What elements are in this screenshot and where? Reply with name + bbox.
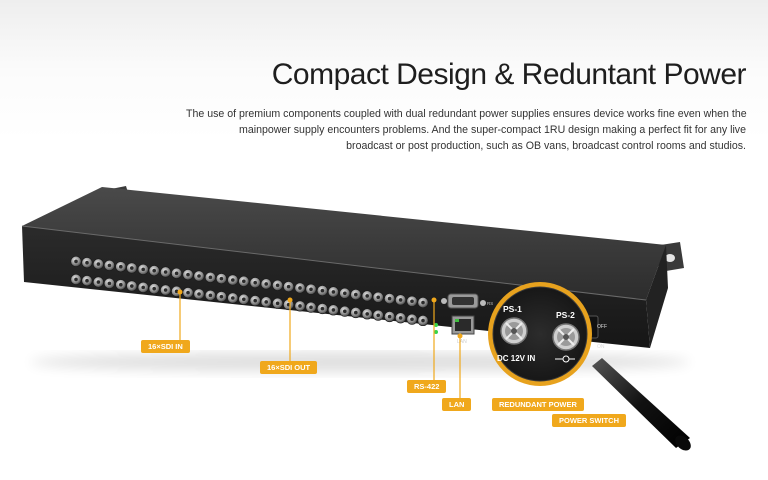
- bnc-pin-icon: [107, 263, 112, 268]
- bnc-pin-icon: [320, 288, 325, 293]
- magnifier-lens: PS-1 PS-2 DC 12V IN: [488, 282, 592, 386]
- bnc-pin-icon: [174, 289, 179, 294]
- bnc-pin-icon: [242, 279, 246, 284]
- bnc-pin-icon: [410, 317, 414, 322]
- description-line: broadcast or post production, such as OB…: [346, 140, 746, 152]
- switch-off-label: OFF: [597, 324, 607, 330]
- description-line: mainpower supply encounters problems. An…: [239, 124, 746, 136]
- callout-lan: LAN: [442, 398, 472, 411]
- bnc-pin-icon: [186, 272, 190, 277]
- dc-polarity-icon: [555, 355, 575, 363]
- bnc-pin-icon: [119, 282, 123, 287]
- rs422-port: RS: [441, 293, 493, 309]
- ps1-connector: [500, 317, 528, 345]
- callout-redundant-power: REDUNDANT POWER: [492, 398, 584, 411]
- bnc-pin-icon: [275, 283, 280, 288]
- bnc-pin-icon: [354, 292, 358, 297]
- bnc-pin-icon: [96, 280, 101, 284]
- bnc-pin-icon: [331, 290, 336, 294]
- dc-in-label: DC 12V IN: [497, 354, 535, 363]
- description: The use of premium components coupled wi…: [186, 106, 747, 154]
- bnc-pin-icon: [309, 305, 313, 310]
- bnc-pin-icon: [152, 286, 156, 291]
- bnc-pin-icon: [343, 291, 347, 296]
- description-line: The use of premium components coupled wi…: [186, 108, 747, 120]
- bnc-pin-icon: [130, 266, 134, 270]
- bnc-pin-icon: [376, 295, 381, 300]
- bnc-pin-icon: [286, 284, 291, 289]
- bnc-pin-icon: [197, 274, 201, 278]
- bnc-pin-icon: [74, 277, 78, 282]
- bnc-pin-icon: [85, 260, 89, 265]
- bnc-pin-icon: [96, 262, 101, 266]
- bnc-connector-array: [70, 255, 429, 327]
- bnc-pin-icon: [253, 280, 257, 285]
- bnc-pin-icon: [219, 294, 224, 299]
- bnc-pin-icon: [264, 300, 269, 304]
- bnc-pin-icon: [387, 296, 392, 301]
- ps2-connector: [552, 323, 580, 351]
- bnc-pin-icon: [174, 271, 179, 276]
- bnc-pin-icon: [298, 304, 302, 308]
- bnc-pin-icon: [141, 267, 145, 272]
- bnc-pin-icon: [275, 301, 280, 306]
- bnc-pin-icon: [410, 299, 414, 304]
- bnc-pin-icon: [421, 300, 425, 305]
- bnc-pin-icon: [398, 316, 403, 320]
- bnc-pin-icon: [186, 290, 190, 295]
- bnc-pin-icon: [298, 286, 302, 290]
- bnc-pin-icon: [130, 284, 134, 288]
- bnc-pin-icon: [107, 281, 112, 286]
- bnc-pin-icon: [343, 309, 347, 314]
- bnc-pin-icon: [365, 294, 370, 298]
- bnc-pin-icon: [421, 318, 425, 323]
- callout-sdi-in: 16×SDI IN: [141, 340, 190, 353]
- bnc-pin-icon: [163, 288, 168, 292]
- bnc-pin-icon: [197, 292, 201, 296]
- bnc-pin-icon: [387, 314, 392, 319]
- bnc-pin-icon: [208, 293, 213, 298]
- switch-on-label: ON: [597, 344, 605, 350]
- callout-sdi-out: 16×SDI OUT: [260, 361, 318, 374]
- chassis-side: [646, 245, 668, 348]
- ps2-label: PS-2: [556, 310, 575, 320]
- bnc-pin-icon: [231, 296, 235, 300]
- bnc-pin-icon: [119, 264, 123, 269]
- bnc-pin-icon: [398, 298, 403, 302]
- callout-rs422: RS-422: [407, 380, 447, 393]
- bnc-pin-icon: [219, 276, 224, 281]
- bnc-pin-icon: [320, 306, 325, 311]
- lan-port-label: LAN: [457, 339, 467, 345]
- chassis-top: [22, 187, 666, 300]
- rs422-port-label: RS: [487, 301, 493, 306]
- magnifier-handle: [592, 358, 691, 451]
- bnc-pin-icon: [208, 275, 213, 280]
- bnc-pin-icon: [163, 270, 168, 274]
- bnc-pin-icon: [354, 310, 358, 315]
- callout-power-switch: POWER SWITCH: [552, 414, 626, 427]
- status-led-icon: [434, 330, 438, 334]
- bnc-pin-icon: [365, 312, 370, 316]
- bnc-pin-icon: [242, 297, 246, 302]
- callout-leaders: [179, 292, 461, 402]
- ps1-label: PS-1: [503, 304, 522, 314]
- bnc-pin-icon: [85, 278, 89, 283]
- bnc-pin-icon: [253, 298, 257, 303]
- bnc-pin-icon: [309, 287, 313, 292]
- bnc-pin-icon: [152, 268, 156, 273]
- bnc-pin-icon: [74, 259, 78, 264]
- bnc-pin-icon: [331, 308, 336, 312]
- bnc-pin-icon: [376, 313, 381, 318]
- bnc-pin-icon: [141, 285, 145, 290]
- bnc-pin-icon: [231, 278, 235, 282]
- bnc-pin-icon: [264, 282, 269, 286]
- page-title: Compact Design & Reduntant Power: [271, 58, 747, 91]
- status-led-icon: [434, 323, 438, 327]
- lan-port: LAN: [451, 315, 475, 345]
